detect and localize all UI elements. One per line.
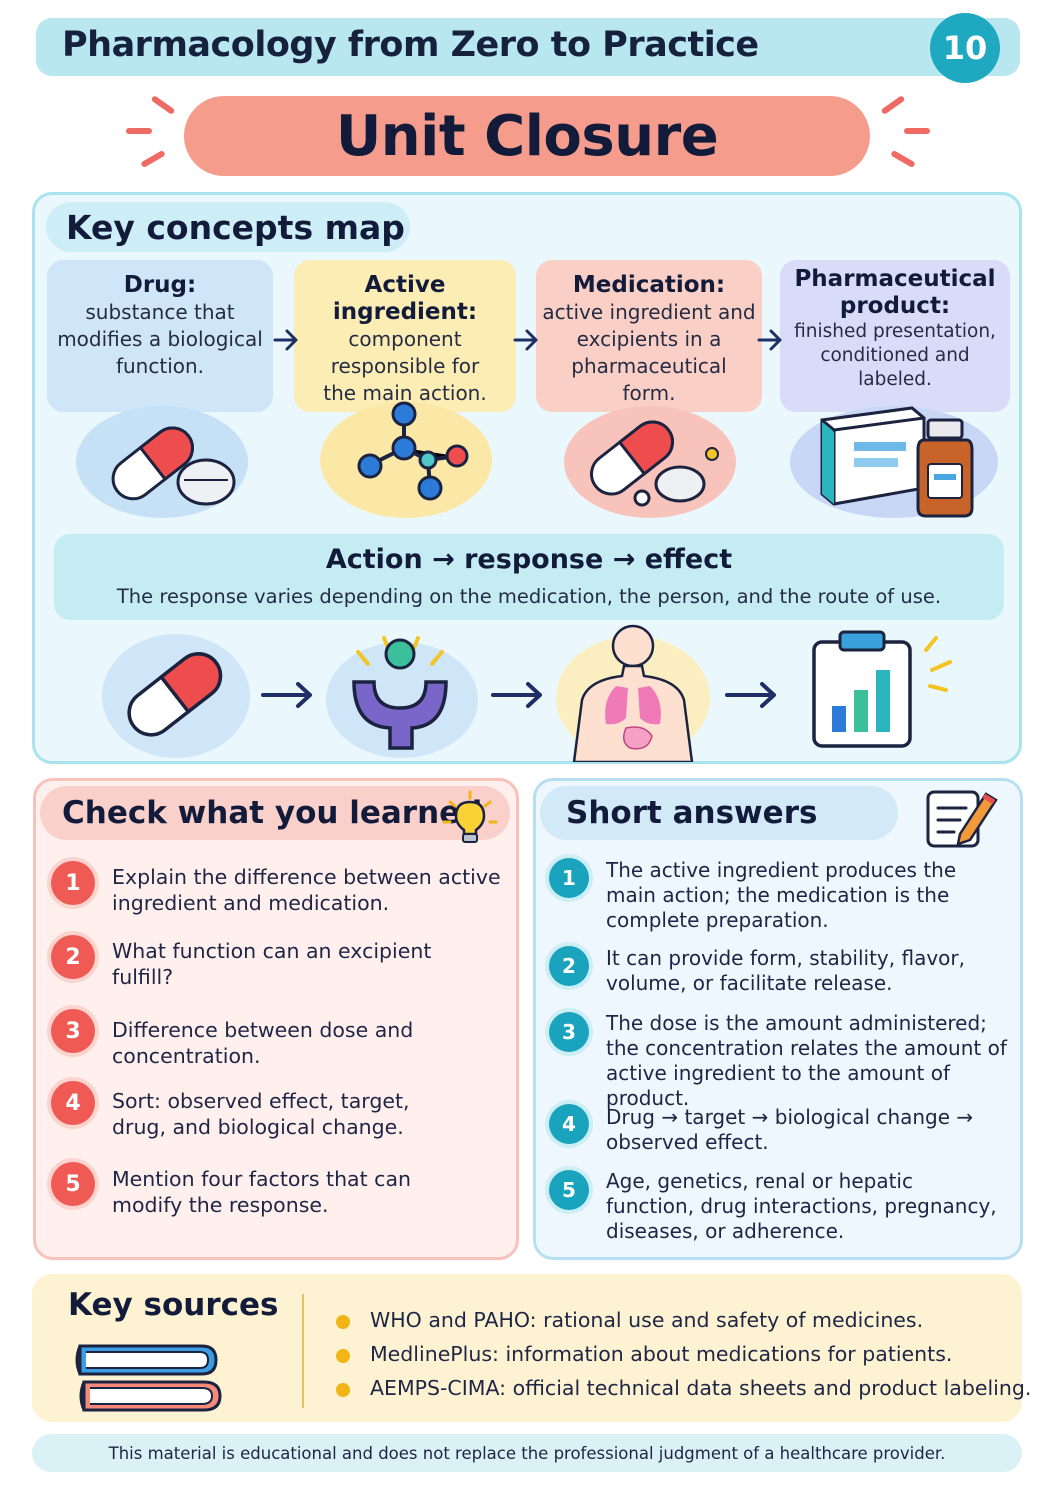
concept-description: finished presentation, conditioned and l… xyxy=(794,321,996,390)
key-sources-heading: Key sources xyxy=(68,1287,279,1323)
answer-text: The active ingredient produces the main … xyxy=(606,858,957,932)
concept-title: Pharmaceutical product: xyxy=(794,266,996,319)
disclaimer-bar: This material is educational and does no… xyxy=(32,1434,1022,1472)
concept-description: substance that modifies a biological fun… xyxy=(57,300,263,378)
disclaimer-text: This material is educational and does no… xyxy=(108,1443,946,1463)
page-number-badge: 10 xyxy=(930,13,1000,83)
burst-line xyxy=(890,149,916,169)
arrow-right-icon xyxy=(491,682,542,708)
short-answers-heading: Short answers xyxy=(566,795,818,831)
answer-number-badge: 2 xyxy=(549,946,589,986)
lightbulb-icon xyxy=(442,790,498,843)
question-number-badge: 1 xyxy=(51,861,95,905)
question-number-badge: 4 xyxy=(51,1081,95,1125)
burst-line xyxy=(904,128,930,134)
arrow-right-icon xyxy=(273,329,298,351)
notepad-pencil-icon xyxy=(926,790,998,848)
answer-number-badge: 1 xyxy=(549,858,589,898)
check-learned-panel xyxy=(33,778,519,1260)
question-text: Explain the difference between active in… xyxy=(112,865,501,915)
sources-divider xyxy=(302,1294,304,1408)
question-text: Sort: observed effect, target, drug, and… xyxy=(112,1089,410,1139)
check-learned-heading-pill xyxy=(40,786,510,840)
concept-card-pharmaceutical-product: Pharmaceutical product: finished present… xyxy=(780,260,1010,412)
chain-title: Action → response → effect xyxy=(325,544,733,575)
answer-number-badge: 3 xyxy=(549,1012,589,1052)
check-learned-heading: Check what you learned xyxy=(62,795,483,831)
source-item: AEMPS-CIMA: official technical data shee… xyxy=(370,1376,1032,1400)
concept-title: Drug: xyxy=(123,272,197,298)
arrow-right-icon xyxy=(725,682,776,708)
answer-number-badge: 4 xyxy=(549,1104,589,1144)
burst-line xyxy=(140,149,166,169)
question-number-badge: 2 xyxy=(51,935,95,979)
concept-card-drug: Drug: substance that modifies a biologic… xyxy=(47,260,273,412)
results-chart-icon xyxy=(812,630,952,748)
burst-line xyxy=(880,95,906,115)
question-number-badge: 3 xyxy=(51,1009,95,1053)
question-text: Difference between dose and concentratio… xyxy=(112,1018,414,1068)
answer-text: Drug → target → biological change → obse… xyxy=(606,1105,974,1154)
arrow-right-icon xyxy=(757,329,782,351)
source-item: MedlinePlus: information about medicatio… xyxy=(370,1342,953,1366)
source-bullet xyxy=(336,1315,350,1329)
answer-text: The dose is the amount administered; the… xyxy=(606,1011,1007,1110)
molecule-icon xyxy=(320,401,492,518)
source-bullet xyxy=(336,1383,350,1397)
concept-card-active-ingredient: Active ingredient: component responsible… xyxy=(294,260,516,412)
unit-title: Unit Closure xyxy=(335,103,719,169)
concept-description: component responsible for the main actio… xyxy=(323,327,487,405)
short-answers-panel xyxy=(533,778,1023,1260)
capsule-excipients-icon xyxy=(564,406,736,518)
unit-closure-banner: Unit Closure xyxy=(184,96,870,176)
capsule-pill-icon xyxy=(76,406,248,518)
concept-title: Active ingredient: xyxy=(332,272,478,325)
key-concepts-heading-pill xyxy=(46,202,410,252)
source-item: WHO and PAHO: rational use and safety of… xyxy=(370,1308,924,1332)
question-text: Mention four factors that can modify the… xyxy=(112,1167,412,1217)
key-concepts-heading: Key concepts map xyxy=(66,208,405,247)
product-box-bottle-icon xyxy=(790,406,998,518)
question-text: What function can an excipient fulfill? xyxy=(112,939,432,989)
short-answers-heading-pill xyxy=(540,786,898,840)
answer-text: It can provide form, stability, flavor, … xyxy=(606,946,965,995)
answer-text: Age, genetics, renal or hepatic function… xyxy=(606,1169,997,1243)
capsule-icon xyxy=(102,634,250,758)
concept-description: active ingredient and excipients in a ph… xyxy=(542,300,756,405)
burst-line xyxy=(126,128,152,134)
action-response-effect-card: Action → response → effect The response … xyxy=(54,534,1004,620)
concept-title: Medication: xyxy=(572,272,726,298)
arrow-right-icon xyxy=(261,682,312,708)
concept-card-medication: Medication: active ingredient and excipi… xyxy=(536,260,762,412)
answer-number-badge: 5 xyxy=(549,1170,589,1210)
burst-line xyxy=(150,95,176,115)
question-number-badge: 5 xyxy=(51,1162,95,1206)
header-bar xyxy=(36,18,1020,76)
course-title: Pharmacology from Zero to Practice xyxy=(62,25,759,65)
arrow-right-icon xyxy=(513,329,538,351)
books-icon xyxy=(75,1344,222,1412)
chain-description: The response varies depending on the med… xyxy=(116,585,942,608)
source-bullet xyxy=(336,1349,350,1363)
human-body-icon xyxy=(556,624,710,762)
receptor-target-icon xyxy=(326,636,478,758)
